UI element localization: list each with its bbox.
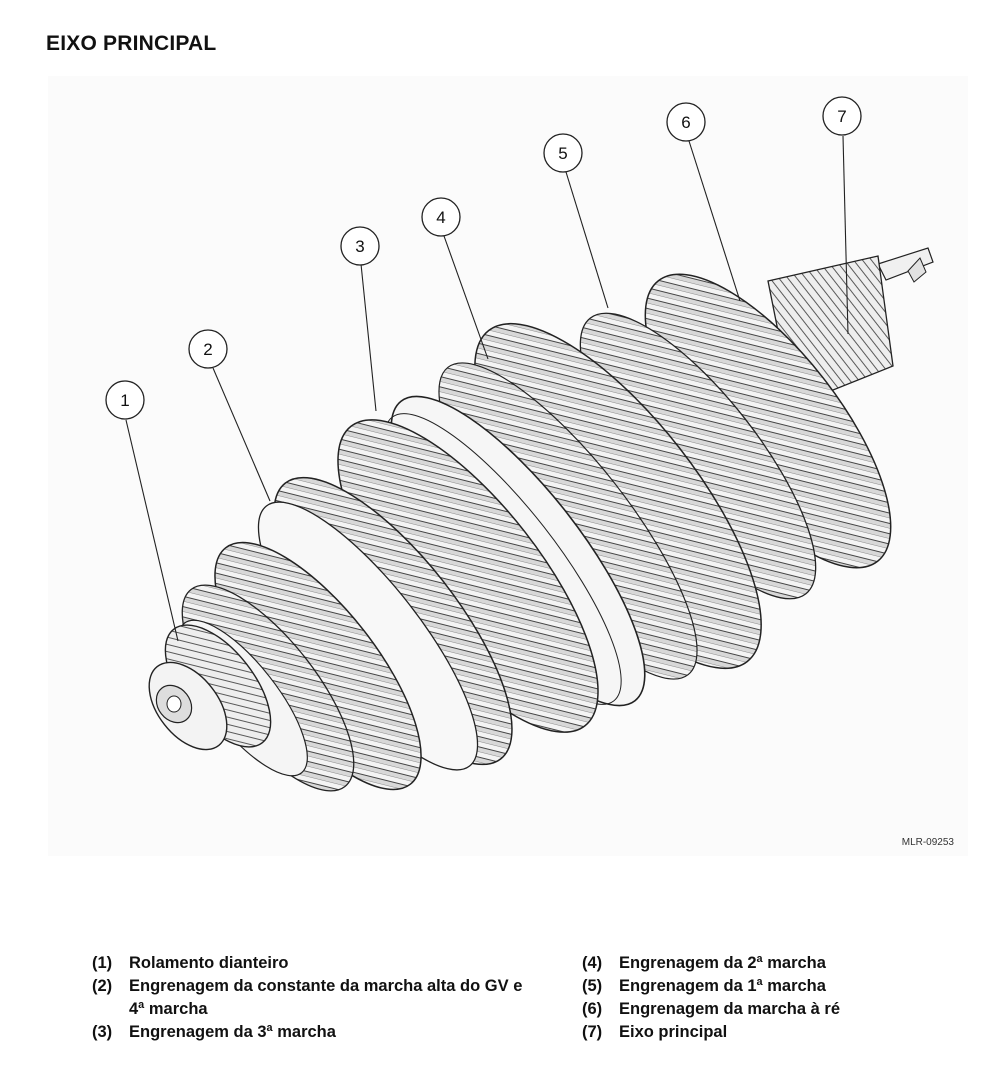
legend-number: (4) (582, 954, 603, 972)
callout-label: 1 (120, 391, 129, 410)
rear-shaft-tip (877, 247, 934, 283)
legend-item: (2) Engrenagem da constante da marcha al… (92, 975, 532, 1021)
page-title: EIXO PRINCIPAL (46, 32, 217, 55)
legend-item: (6) Engrenagem da marcha à ré (582, 998, 982, 1021)
callout-3: 3 (340, 226, 380, 266)
legend-text: Engrenagem da constante da marcha alta d… (129, 977, 523, 1018)
legend-item: (7) Eixo principal (582, 1021, 982, 1044)
legend-number: (2) (92, 977, 113, 995)
callout-7: 7 (822, 96, 862, 136)
front-bearing (148, 624, 272, 751)
legend-item: (1) Rolamento dianteiro (92, 952, 532, 975)
legend-number: (1) (92, 954, 113, 972)
callout-1: 1 (105, 380, 145, 420)
legend-text: Engrenagem da 3ª marcha (129, 1023, 336, 1041)
callout-label: 2 (203, 340, 212, 359)
legend-number: (5) (582, 977, 603, 995)
legend-right: (4) Engrenagem da 2ª marcha (5) Engrenag… (582, 952, 982, 1044)
callout-label: 3 (355, 237, 364, 256)
legend-text: Eixo principal (619, 1023, 728, 1041)
shaft-assembly-illustration: 1 2 3 4 5 6 7 MLR-09253 (48, 76, 968, 856)
figure-code: MLR-09253 (901, 837, 954, 848)
legend-text: Rolamento dianteiro (129, 954, 289, 972)
reverse-gear (579, 273, 892, 600)
callout-label: 4 (436, 208, 445, 227)
legend-number: (7) (582, 1023, 603, 1041)
callout-label: 6 (681, 113, 690, 132)
legend-number: (3) (92, 1023, 113, 1041)
legend-text: Engrenagem da 1ª marcha (619, 977, 826, 995)
callout-4: 4 (421, 197, 461, 237)
callout-2: 2 (188, 329, 228, 369)
legend-left: (1) Rolamento dianteiro (2) Engrenagem d… (92, 952, 532, 1044)
legend-text: Engrenagem da 2ª marcha (619, 954, 826, 972)
legend-item: (5) Engrenagem da 1ª marcha (582, 975, 982, 998)
callout-6: 6 (666, 102, 706, 142)
callout-leaders (125, 135, 849, 642)
legend-number: (6) (582, 1000, 603, 1018)
gear-shaft-drawing: 1 2 3 4 5 6 7 (105, 96, 934, 792)
callout-label: 7 (837, 107, 846, 126)
legend-text: Engrenagem da marcha à ré (619, 1000, 841, 1018)
legend-item: (4) Engrenagem da 2ª marcha (582, 952, 982, 975)
callout-5: 5 (543, 133, 583, 173)
shaft-body (148, 247, 934, 792)
legend-item: (3) Engrenagem da 3ª marcha (92, 1021, 532, 1044)
callout-label: 5 (558, 144, 567, 163)
